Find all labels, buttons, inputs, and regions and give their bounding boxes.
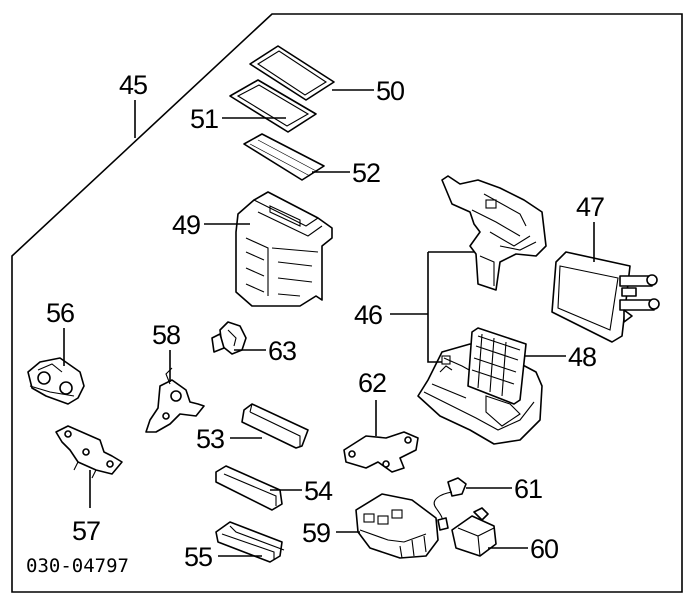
part-56-actuator <box>27 357 85 405</box>
callout-58: 58 <box>152 320 180 350</box>
part-58-link <box>145 367 205 433</box>
leader-46 <box>390 251 474 363</box>
part-61-sensor <box>433 477 467 531</box>
callout-53: 53 <box>196 424 224 454</box>
reference-code: 030-04797 <box>26 555 129 577</box>
part-53-flap <box>241 403 309 449</box>
callout-47: 47 <box>576 192 604 222</box>
part-57-bracket <box>55 425 123 479</box>
callout-52: 52 <box>352 158 380 188</box>
callout-61: 61 <box>514 474 542 504</box>
part-48-evaporator <box>467 327 527 405</box>
callout-51: 51 <box>190 104 218 134</box>
part-54-flap <box>215 465 283 511</box>
part-52-filter-mesh <box>243 133 325 181</box>
callout-49: 49 <box>172 210 200 240</box>
callout-62: 62 <box>358 368 386 398</box>
callout-48: 48 <box>568 342 596 372</box>
part-59-motor <box>355 493 439 559</box>
callout-45: 45 <box>119 70 147 100</box>
callout-50: 50 <box>376 76 404 106</box>
part-49-blower-housing <box>235 191 333 307</box>
callout-60: 60 <box>530 534 558 564</box>
part-62-plate <box>343 431 419 473</box>
callout-55: 55 <box>184 542 212 572</box>
callout-57: 57 <box>72 516 100 546</box>
callout-46: 46 <box>354 300 382 330</box>
part-50-gasket <box>249 45 335 101</box>
part-55-flap <box>215 521 285 563</box>
part-63-sensor <box>211 321 247 355</box>
callout-56: 56 <box>46 298 74 328</box>
part-60-module <box>451 507 497 557</box>
part-47-heater-core <box>551 251 660 343</box>
part-51-seal <box>229 79 317 133</box>
callout-59: 59 <box>302 518 330 548</box>
callout-63: 63 <box>268 336 296 366</box>
callout-54: 54 <box>304 476 333 506</box>
assembly-frame <box>11 13 683 593</box>
part-46-case-upper <box>441 175 547 291</box>
